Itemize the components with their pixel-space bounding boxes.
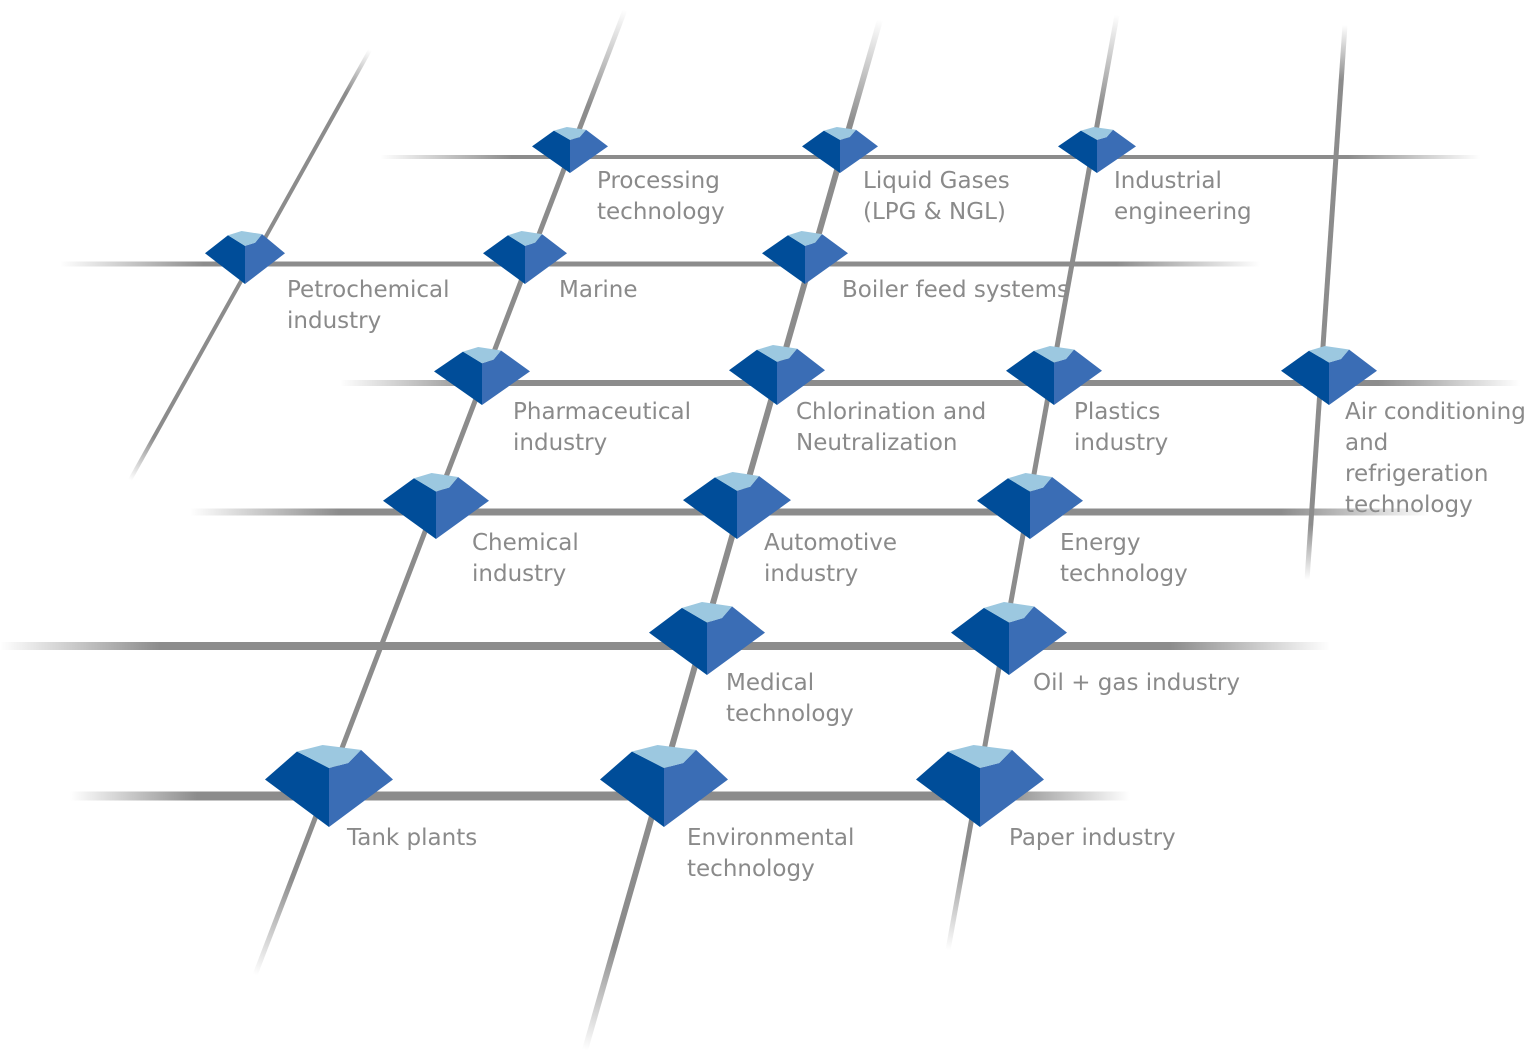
label-chemical-industry: Chemical industry: [472, 530, 579, 587]
pyramid-node-processing: [532, 127, 608, 173]
pyramid-right-face: [1329, 349, 1377, 405]
pyramid-right-face: [805, 234, 848, 284]
pyramid-node-pharmaceutical: [434, 347, 530, 405]
pyramid-top-face: [228, 231, 262, 246]
pyramid-top-face: [824, 127, 856, 140]
pyramid-left-face: [600, 751, 664, 827]
label-petrochemical-industry: Petrochemical industry: [287, 277, 450, 334]
pyramid-left-face: [1281, 350, 1329, 405]
pyramid-right-face: [525, 234, 567, 284]
label-chlorination-neutralization: Chlorination and Neutralization: [796, 399, 987, 456]
label-automotive-industry: Automotive industry: [764, 530, 898, 587]
pyramid-node-paper: [916, 745, 1044, 827]
label-paper-industry: Paper industry: [1009, 825, 1176, 851]
pyramid-node-chemical: [383, 473, 489, 539]
pyramid-right-face: [777, 348, 825, 405]
label-liquid-gases: Liquid Gases (LPG & NGL): [863, 168, 1010, 225]
pyramid-right-face: [1097, 129, 1136, 173]
pyramid-left-face: [205, 235, 245, 284]
label-oil-gas-industry: Oil + gas industry: [1033, 670, 1240, 696]
pyramid-top-face: [1034, 346, 1074, 363]
pyramid-top-face: [1309, 346, 1349, 363]
pyramid-top-face: [463, 347, 501, 364]
pyramid-top-face: [554, 127, 586, 140]
pyramid-top-face: [414, 473, 458, 492]
pyramid-right-face: [840, 129, 878, 173]
pyramid-node-chlorination: [729, 345, 825, 405]
pyramid-right-face: [245, 234, 285, 284]
pyramid-node-tank-plants: [265, 745, 393, 827]
pyramid-right-face: [737, 476, 791, 539]
pyramid-right-face: [329, 749, 393, 827]
pyramid-node-energy: [977, 473, 1083, 539]
pyramid-node-air-conditioning: [1281, 346, 1377, 405]
pyramid-left-face: [434, 351, 482, 405]
pyramid-node-plastics: [1006, 346, 1102, 405]
pyramid-right-face: [664, 749, 728, 827]
pyramid-top-face: [632, 745, 696, 768]
label-tank-plants: Tank plants: [347, 825, 478, 851]
pyramid-left-face: [762, 235, 805, 284]
pyramid-node-automotive: [683, 472, 791, 539]
pyramid-right-face: [980, 749, 1044, 827]
label-medical-technology: Medical technology: [726, 670, 854, 727]
pyramid-top-face: [788, 231, 822, 246]
pyramid-left-face: [1006, 350, 1054, 405]
pyramid-node-oil-gas: [951, 602, 1067, 675]
pyramid-left-face: [802, 130, 840, 173]
label-processing-technology: Processing technology: [597, 168, 725, 225]
pyramid-node-marine: [483, 231, 567, 284]
pyramid-top-face: [297, 745, 361, 768]
label-air-conditioning: Air conditioning and refrigeration techn…: [1345, 399, 1526, 518]
pyramid-top-face: [715, 472, 759, 491]
pyramid-left-face: [916, 751, 980, 827]
pyramid-left-face: [532, 130, 570, 173]
pyramid-node-boiler-feed: [762, 231, 848, 284]
label-boiler-feed-systems: Boiler feed systems: [842, 277, 1069, 303]
label-marine: Marine: [559, 277, 638, 303]
pyramid-left-face: [977, 478, 1030, 539]
pyramid-right-face: [482, 350, 530, 405]
grid-line-diagonal: [1304, 24, 1348, 581]
label-industrial-engineering: Industrial engineering: [1114, 168, 1252, 225]
pyramid-top-face: [948, 745, 1012, 768]
pyramid-left-face: [729, 349, 777, 405]
pyramid-left-face: [383, 478, 436, 539]
pyramid-top-face: [757, 345, 797, 362]
label-environmental-technology: Environmental technology: [687, 825, 855, 882]
label-pharmaceutical-industry: Pharmaceutical industry: [513, 399, 692, 456]
pyramid-left-face: [951, 607, 1009, 675]
pyramid-left-face: [265, 751, 329, 827]
pyramid-left-face: [683, 477, 737, 539]
pyramid-right-face: [436, 476, 489, 539]
pyramid-right-face: [707, 606, 765, 675]
pyramid-node-environmental: [600, 745, 728, 827]
pyramid-right-face: [1030, 476, 1083, 539]
pyramid-left-face: [483, 235, 525, 284]
pyramid-top-face: [1008, 473, 1052, 492]
pyramid-node-medical: [649, 602, 765, 675]
label-energy-technology: Energy technology: [1060, 530, 1188, 587]
pyramid-right-face: [1009, 606, 1067, 675]
pyramid-node-industrial-eng: [1058, 127, 1136, 173]
pyramid-left-face: [1058, 130, 1097, 173]
pyramid-top-face: [682, 602, 732, 623]
label-plastics-industry: Plastics industry: [1074, 399, 1169, 456]
pyramid-right-face: [570, 129, 608, 173]
pyramid-left-face: [649, 607, 707, 675]
pyramid-top-face: [1081, 127, 1113, 140]
pyramid-top-face: [508, 231, 542, 246]
pyramid-node-petrochemical: [205, 231, 285, 284]
pyramid-node-liquid-gases: [802, 127, 878, 173]
pyramid-top-face: [984, 602, 1034, 623]
pyramid-right-face: [1054, 349, 1102, 405]
